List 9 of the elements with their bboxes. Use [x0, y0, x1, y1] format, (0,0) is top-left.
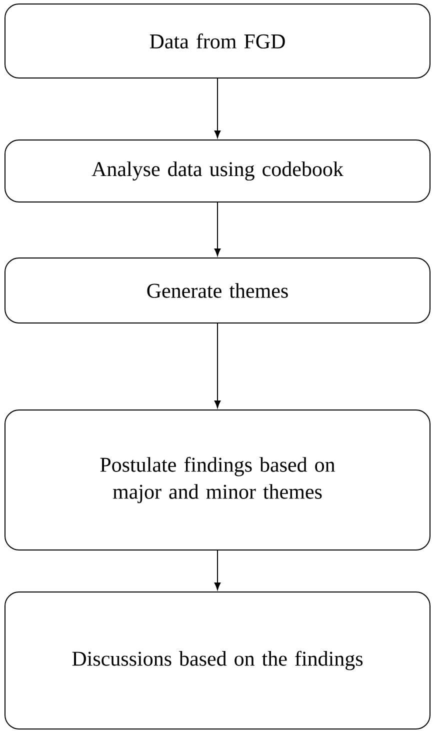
process-box: Generate themes	[4, 258, 430, 324]
arrow	[214, 78, 221, 138]
process-box: Discussions based on the findings	[4, 592, 430, 730]
process-box: Data from FGD	[4, 4, 430, 78]
arrow	[214, 550, 221, 590]
process-box: Analyse data using codebook	[4, 140, 430, 202]
process-box: Postulate findings based on major and minor themes	[4, 410, 430, 550]
arrow	[214, 323, 221, 408]
arrow	[214, 202, 221, 256]
